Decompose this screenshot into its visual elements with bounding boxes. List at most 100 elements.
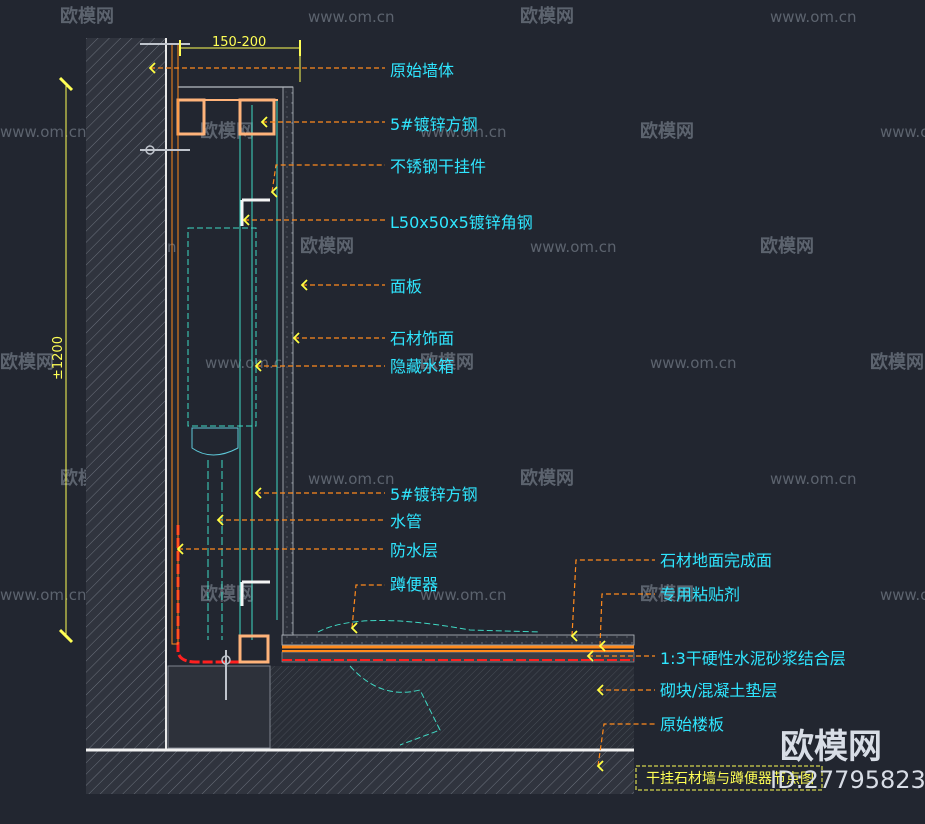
floor-stone	[281, 634, 635, 646]
callout-13: 1:3干硬性水泥砂浆结合层	[586, 649, 846, 668]
callout-label: 不锈钢干挂件	[390, 157, 486, 176]
watermark-logo: 欧模网	[0, 351, 54, 373]
callout-2: 不锈钢干挂件	[270, 157, 486, 198]
dimension-top-text: 150-200	[212, 35, 266, 50]
floor-slab	[86, 750, 634, 794]
watermark-site: www.om.cn	[0, 586, 87, 604]
leader-line	[571, 559, 655, 637]
watermark-site: www.om.cn	[770, 8, 857, 26]
arrow-icon	[148, 62, 156, 74]
callout-6: 隐藏水箱	[254, 357, 454, 376]
watermark-logo: 欧模网	[870, 351, 924, 373]
watermark-id: ID:27795823	[770, 766, 925, 794]
arrow-icon	[254, 360, 262, 372]
watermark-logo: 欧模网	[760, 235, 814, 257]
watermark-site: www.om.cn	[420, 586, 507, 604]
watermark-site: www.om.cn	[650, 354, 737, 372]
watermark-site: www.om.cn	[308, 8, 395, 26]
callout-0: 原始墙体	[148, 61, 454, 80]
watermark-logo: 欧模网	[420, 351, 474, 373]
watermark-site: www.om.cn	[308, 470, 395, 488]
arrow-icon	[596, 760, 604, 772]
callout-label: 原始墙体	[390, 61, 454, 80]
square-steel-bottom	[238, 634, 270, 664]
watermark-big-logo: 欧模网	[780, 727, 882, 767]
callout-7: 5#镀锌方钢	[254, 485, 478, 504]
watermark-site: www.om.cn	[770, 470, 857, 488]
callout-label: 原始楼板	[660, 715, 724, 734]
callout-9: 防水层	[176, 541, 438, 560]
callout-1: 5#镀锌方钢	[260, 115, 478, 134]
watermark-logo: 欧模网	[520, 467, 574, 489]
callout-15: 原始楼板	[596, 715, 724, 772]
arrow-icon	[596, 684, 604, 696]
dimension-vertical: ±1200	[51, 76, 74, 644]
callout-4: 面板	[300, 277, 422, 296]
arrow-icon	[598, 640, 606, 652]
watermark-logo: 欧模网	[60, 5, 114, 27]
callout-14: 砌块/混凝土垫层	[596, 681, 777, 700]
tank-body	[191, 427, 239, 456]
watermark-site: www.om.cn	[880, 123, 925, 141]
callout-label: L50x50x5镀锌角钢	[390, 213, 533, 232]
watermark-site: www.om.cn	[420, 123, 507, 141]
watermark-logo: 欧模网	[640, 120, 694, 142]
arrow-icon	[216, 514, 224, 526]
arrow-icon	[292, 332, 300, 344]
arrow-icon	[586, 650, 594, 662]
dimension-vertical-text: ±1200	[51, 336, 66, 380]
arrow-icon	[242, 214, 250, 226]
cushion-left	[167, 665, 271, 749]
watermark-site: www.om.cn	[0, 123, 87, 141]
original-wall	[86, 38, 166, 752]
watermark-logo: 欧模网	[300, 235, 354, 257]
callout-label: 5#镀锌方钢	[390, 115, 478, 134]
leader-line	[271, 164, 385, 193]
callout-label: 蹲便器	[390, 575, 438, 594]
waterproof-layer	[176, 525, 240, 664]
anchor-bolt-3	[221, 650, 231, 700]
callout-12: 专用粘贴剂	[598, 585, 740, 652]
watermark-logo: 欧模网	[520, 5, 574, 27]
concrete-cushion	[270, 666, 634, 748]
squat-toilet	[317, 619, 541, 746]
leader-line	[599, 593, 655, 647]
arrow-icon	[270, 186, 278, 198]
callout-3: L50x50x5镀锌角钢	[242, 213, 533, 232]
drawing-title-box: 干挂石材墙与蹲便器节点图	[635, 765, 823, 791]
callout-5: 石材饰面	[292, 329, 454, 348]
callout-label: 面板	[390, 277, 422, 296]
watermark-logo: 欧模网	[640, 583, 694, 605]
callout-label: 5#镀锌方钢	[390, 485, 478, 504]
leader-line	[351, 584, 385, 629]
callout-label: 水管	[390, 512, 422, 531]
dimension-top: 150-200	[179, 35, 301, 82]
arrow-icon	[254, 487, 262, 499]
angle-steel-1	[240, 198, 270, 226]
angle-steel-2	[240, 580, 270, 606]
leader-line	[597, 723, 655, 767]
anchor-bolt-1	[140, 145, 190, 155]
watermark-site: www.om.cn	[205, 354, 292, 372]
callout-label: 石材饰面	[390, 329, 454, 348]
arrow-icon	[176, 543, 184, 555]
arrow-icon	[570, 630, 578, 642]
arrow-icon	[350, 622, 358, 634]
callout-label: 防水层	[390, 541, 438, 560]
callout-label: 专用粘贴剂	[660, 585, 740, 604]
callout-label: 1:3干硬性水泥砂浆结合层	[660, 649, 846, 668]
watermark-logo: 欧模网	[200, 120, 254, 142]
callout-8: 水管	[216, 512, 422, 531]
callout-label: 隐藏水箱	[390, 357, 454, 376]
callout-label: 砌块/混凝土垫层	[660, 681, 777, 700]
watermark-site: www.om.cn	[530, 238, 617, 256]
arrow-icon	[300, 279, 308, 291]
callout-10: 蹲便器	[350, 575, 438, 634]
hidden-tank-outline	[187, 227, 257, 427]
drawing-title: 干挂石材墙与蹲便器节点图	[646, 771, 814, 787]
arrow-icon	[260, 116, 268, 128]
callout-11: 石材地面完成面	[570, 551, 772, 642]
